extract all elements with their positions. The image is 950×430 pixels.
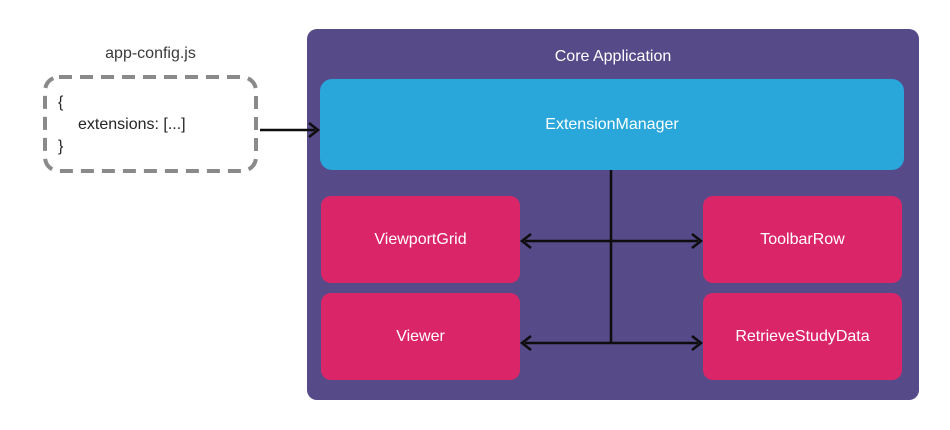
viewportgrid-label: ViewportGrid (374, 230, 467, 248)
retrievestudydata-label: RetrieveStudyData (735, 327, 870, 345)
retrievestudydata-node: RetrieveStudyData (703, 293, 902, 380)
toolbarrow-node: ToolbarRow (703, 196, 902, 283)
code-line-extensions: extensions: [...] (78, 116, 186, 133)
core-application-title: Core Application (554, 48, 672, 65)
code-line-open-brace: { (58, 94, 64, 111)
config-file-title: app-config.js (105, 45, 196, 62)
viewer-node: Viewer (321, 293, 520, 380)
viewer-label: Viewer (396, 327, 445, 345)
core-application-container: Core Application ExtensionManager Viewpo… (307, 29, 919, 400)
code-line-close-brace: } (58, 138, 64, 155)
extension-manager-label: ExtensionManager (545, 115, 679, 133)
config-file-code: { extensions: [...] } (58, 92, 186, 158)
viewportgrid-node: ViewportGrid (321, 196, 520, 283)
extension-manager-node: ExtensionManager (320, 79, 904, 170)
toolbarrow-label: ToolbarRow (760, 230, 845, 248)
